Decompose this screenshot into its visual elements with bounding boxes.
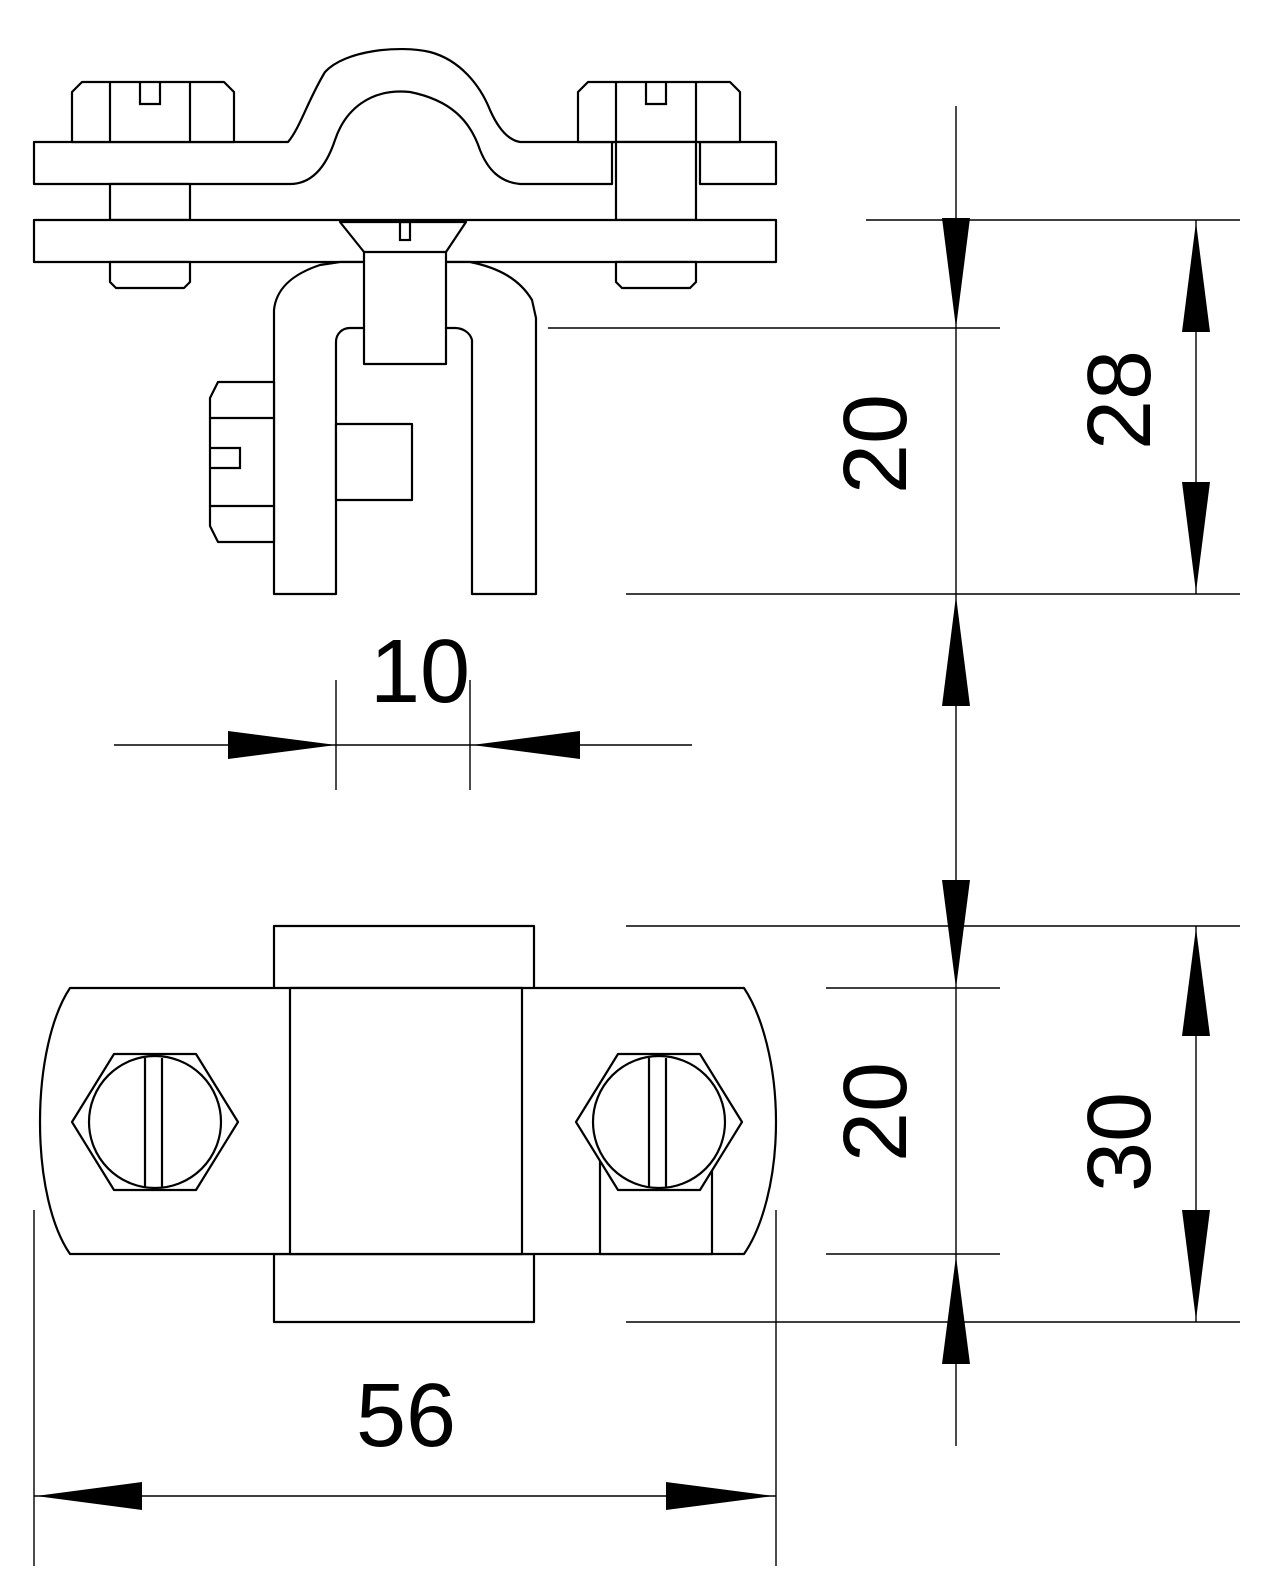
- u-clamp: [272, 260, 538, 596]
- clamp-body: [288, 986, 524, 1256]
- right-bolt-end: [614, 260, 698, 290]
- side-bolt-head: [208, 380, 276, 544]
- dimension-labels: 20 28 10 20 30 56: [356, 350, 1170, 1466]
- right-bolt-head: [576, 80, 742, 144]
- dim-label-56: 56: [356, 1366, 456, 1466]
- left-bolt-shank: [108, 182, 192, 222]
- dimension-lines: [33, 106, 1240, 1566]
- dimension-arrows: [36, 218, 1210, 1510]
- left-bolt-head: [70, 80, 236, 144]
- side-bolt-shank: [334, 422, 414, 502]
- saddle-bottom: [272, 1252, 536, 1324]
- left-hex-bolt: [70, 1052, 240, 1192]
- right-bolt-shank: [614, 140, 698, 222]
- saddle-top: [272, 924, 536, 992]
- plan-view: [38, 924, 778, 1324]
- dim-label-20-top: 20: [826, 394, 926, 494]
- left-bolt-end: [108, 260, 192, 290]
- dim-label-30: 30: [1070, 1092, 1170, 1192]
- right-hex-bolt: [574, 1052, 744, 1256]
- dim-label-28: 28: [1070, 350, 1170, 450]
- dim-label-20-bottom: 20: [826, 1062, 926, 1162]
- dim-label-10: 10: [370, 622, 470, 722]
- side-view: [32, 47, 778, 596]
